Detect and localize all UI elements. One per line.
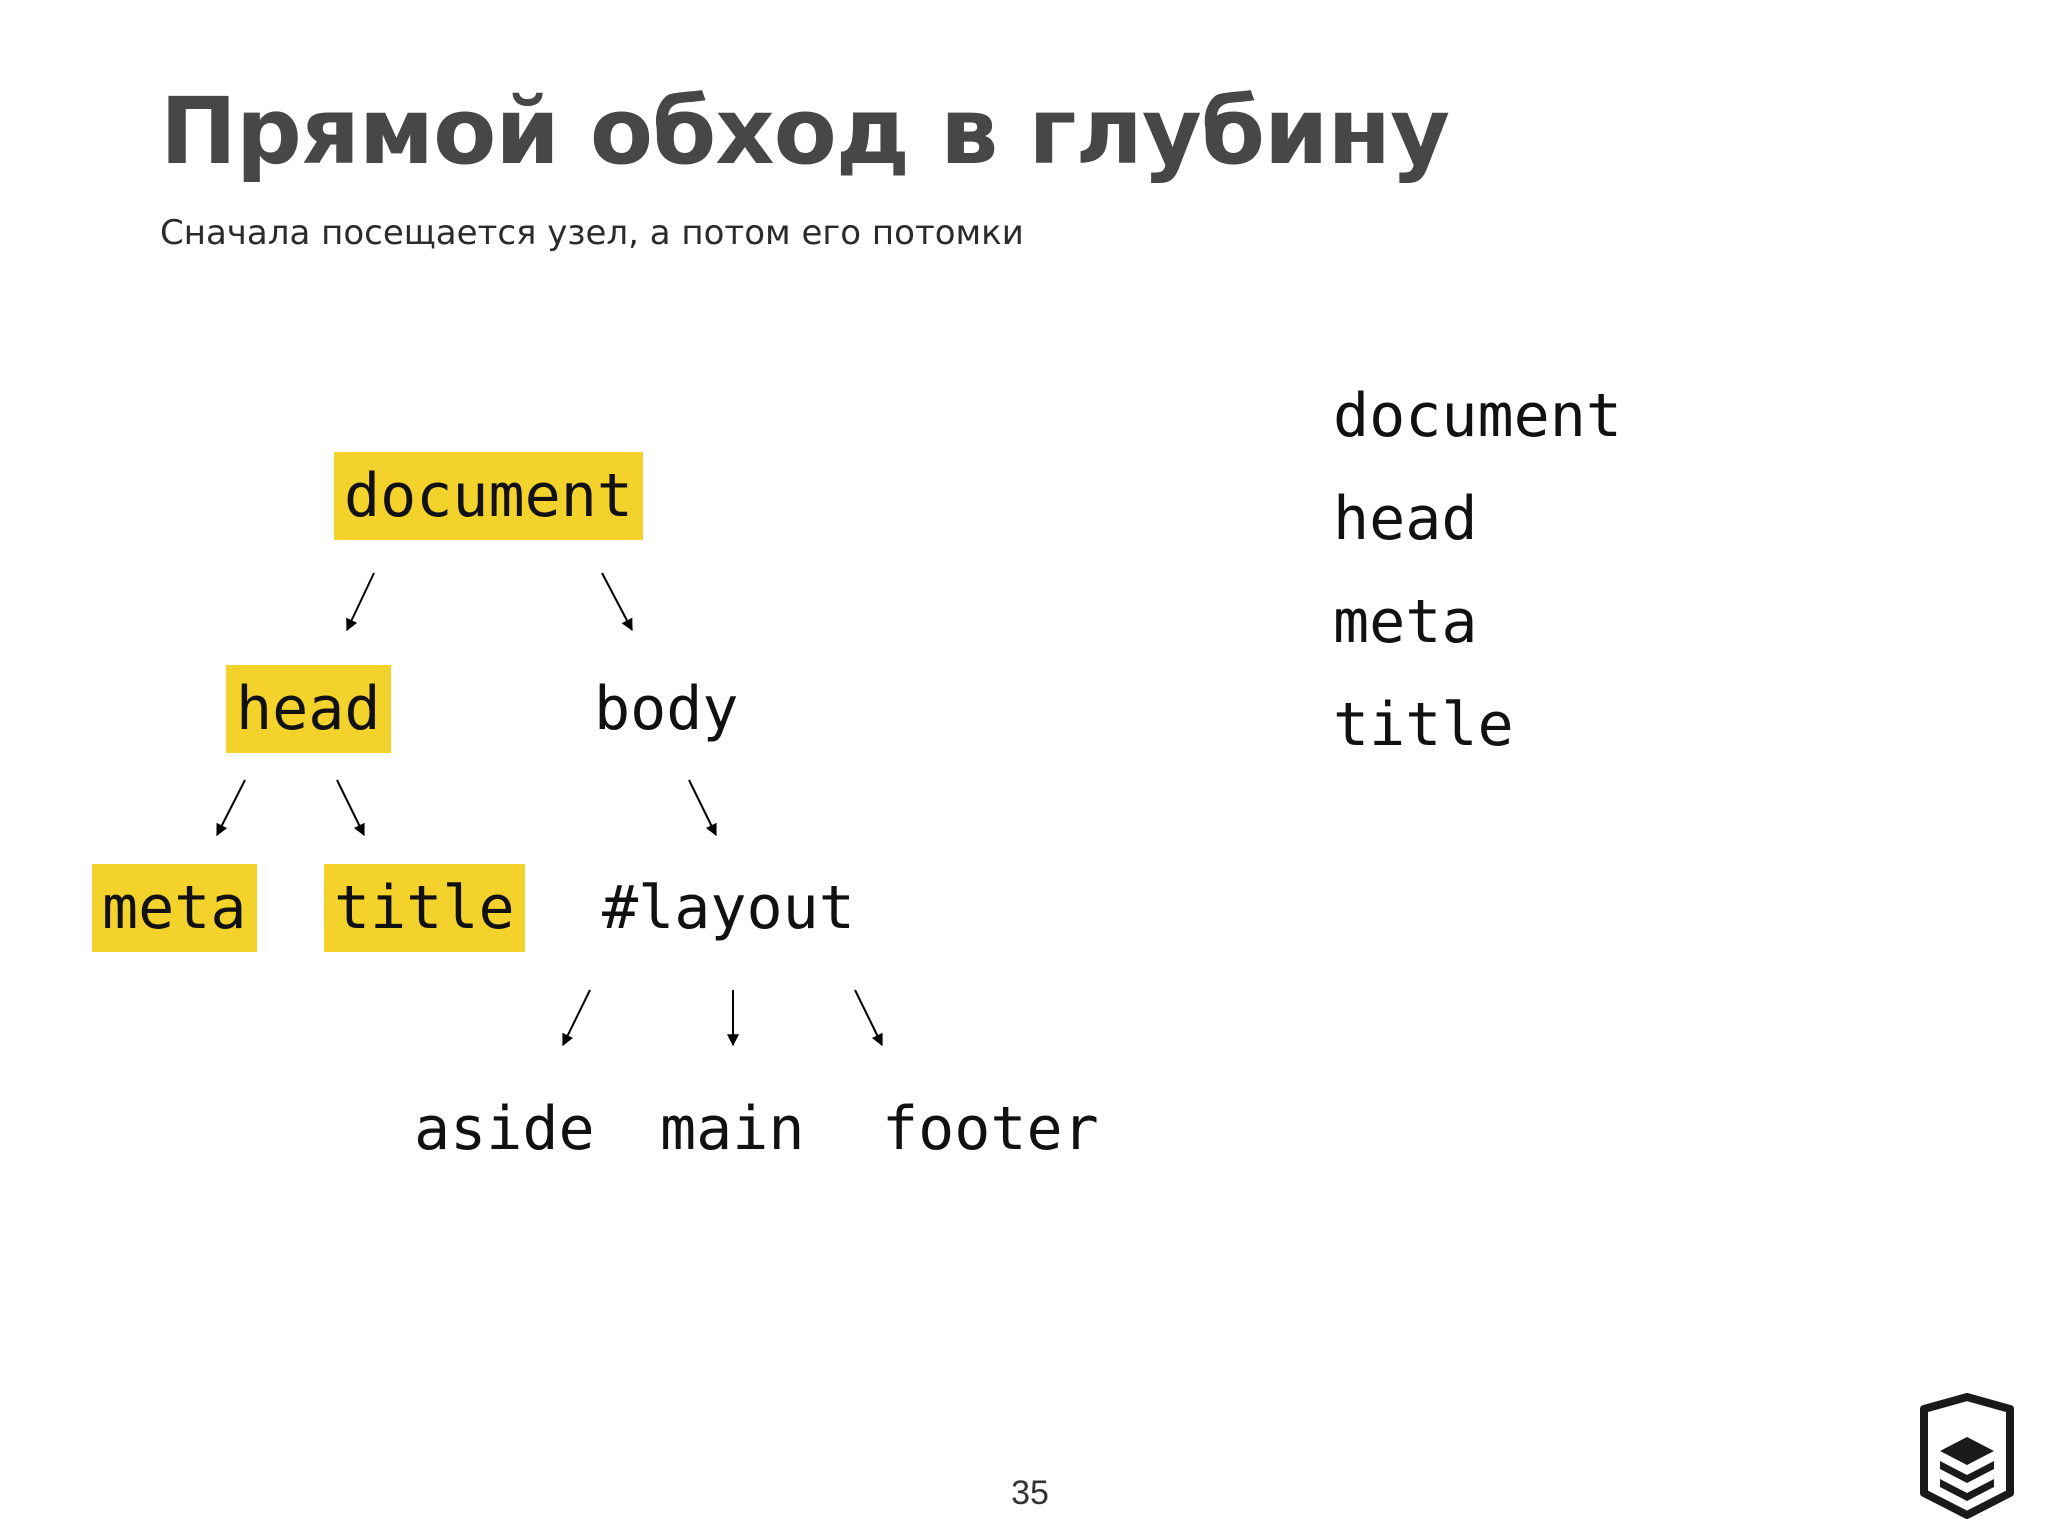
node-layout: #layout [602, 873, 855, 943]
edge-document-body [601, 572, 633, 632]
node-head: head [226, 665, 391, 753]
node-document: document [334, 452, 643, 540]
visit-order-item: document [1333, 381, 1622, 451]
node-footer: footer [882, 1094, 1099, 1164]
visit-order-list: document head meta title [1333, 365, 1622, 777]
edge-layout-aside [562, 989, 591, 1047]
node-title: title [324, 864, 525, 952]
visit-order-item: head [1333, 484, 1478, 554]
node-meta: meta [92, 864, 257, 952]
visit-order-item: title [1333, 690, 1514, 760]
slide-title: Прямой обход в глубину [160, 78, 1450, 185]
page-number: 35 [1011, 1474, 1049, 1512]
edge-layout-footer [854, 989, 883, 1047]
edge-head-meta [216, 779, 246, 837]
edge-document-head [346, 572, 375, 632]
node-body: body [594, 674, 739, 744]
slide-subtitle: Сначала посещается узел, а потом его пот… [160, 213, 1024, 253]
node-aside: aside [414, 1094, 595, 1164]
node-main: main [660, 1094, 805, 1164]
edge-head-title [336, 779, 365, 837]
shield-logo-icon [1920, 1393, 2014, 1519]
visit-order-item: meta [1333, 587, 1478, 657]
edge-body-layout [688, 779, 717, 837]
